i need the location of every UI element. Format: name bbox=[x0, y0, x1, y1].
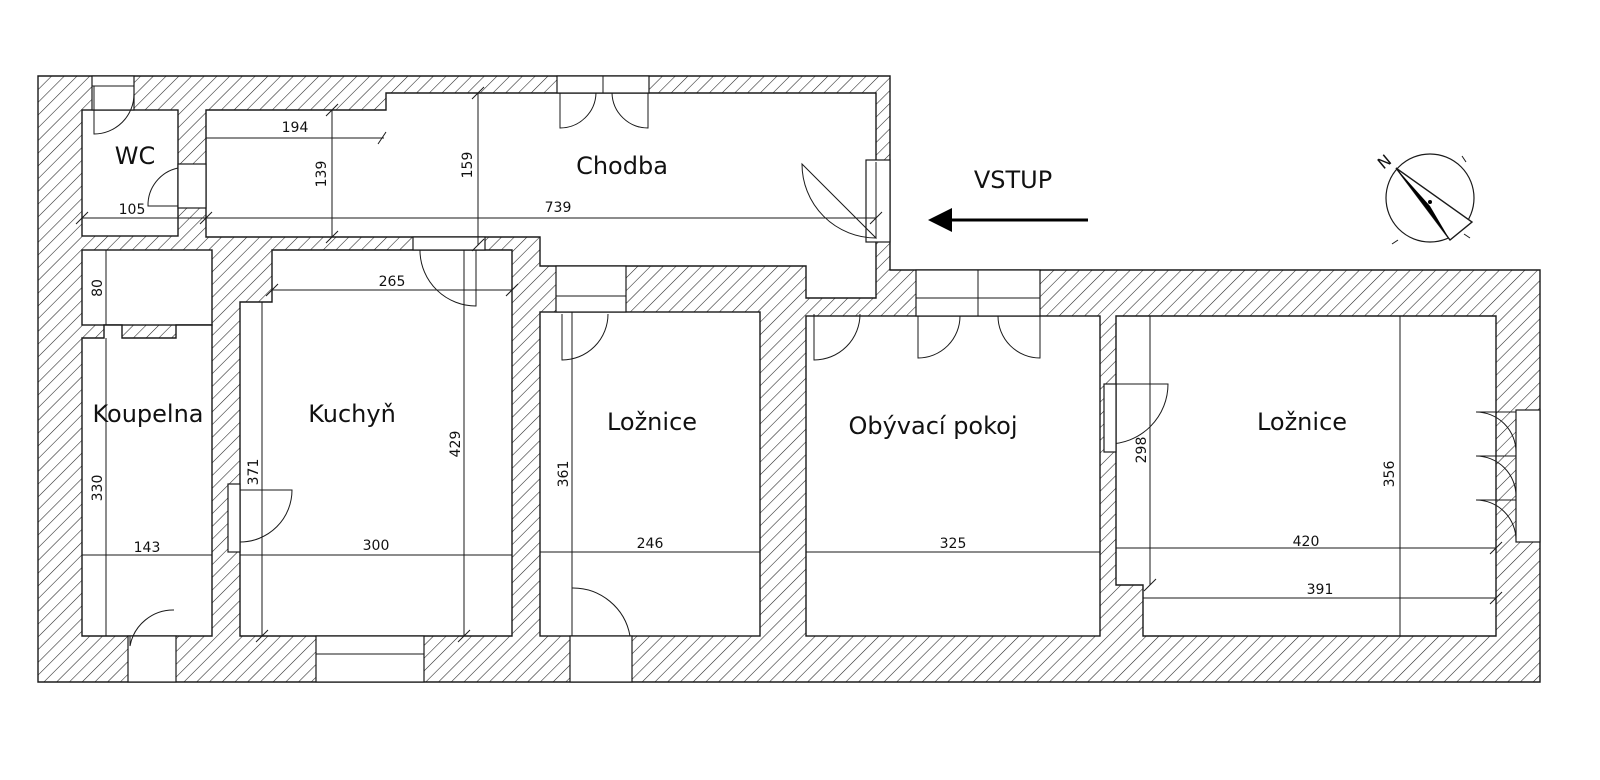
dim-kuchyn-265: 265 bbox=[379, 274, 406, 290]
entry-arrow-icon bbox=[928, 208, 1088, 232]
dim-kuchyn-429: 429 bbox=[448, 431, 464, 458]
dim-chodba-159: 159 bbox=[460, 152, 476, 179]
dim-loznice2-298: 298 bbox=[1134, 437, 1150, 464]
dim-kuchyn-371: 371 bbox=[246, 459, 262, 486]
dim-obyvaci-325: 325 bbox=[940, 536, 967, 552]
room-koupelna-main bbox=[81, 324, 213, 637]
door-swings bbox=[93, 86, 1517, 647]
dim-loznice1-361: 361 bbox=[556, 461, 572, 488]
room-label-obyvaci-pokoj: Obývací pokoj bbox=[848, 412, 1017, 440]
dim-wc-105: 105 bbox=[119, 202, 146, 218]
dim-chodba-194: 194 bbox=[282, 120, 309, 136]
room-loznice-2 bbox=[1115, 315, 1497, 637]
dim-loznice2-356: 356 bbox=[1382, 461, 1398, 488]
room-label-wc: WC bbox=[115, 142, 156, 170]
room-wc bbox=[81, 109, 179, 237]
dim-koupelna-80: 80 bbox=[90, 279, 106, 297]
compass-icon: N bbox=[1374, 151, 1475, 245]
room-label-loznice-2: Ložnice bbox=[1257, 408, 1347, 436]
room-label-koupelna: Koupelna bbox=[92, 400, 203, 428]
windows bbox=[91, 75, 1541, 683]
dim-koupelna-330: 330 bbox=[90, 475, 106, 502]
dim-chodba-139: 139 bbox=[314, 161, 330, 188]
room-koupelna-top bbox=[81, 249, 213, 326]
compass-north-letter: N bbox=[1374, 151, 1395, 173]
room-label-kuchyn: Kuchyň bbox=[308, 400, 396, 428]
room-label-chodba: Chodba bbox=[576, 152, 668, 180]
dim-loznice2-391: 391 bbox=[1307, 582, 1334, 598]
room-obyvaci-pokoj bbox=[805, 315, 1101, 637]
entry-label: VSTUP bbox=[974, 166, 1052, 194]
dimension-lines bbox=[75, 86, 1503, 643]
room-kuchyn bbox=[239, 249, 513, 637]
dim-koupelna-143: 143 bbox=[134, 540, 161, 556]
dim-loznice2-420: 420 bbox=[1293, 534, 1320, 550]
dim-chodba-739: 739 bbox=[545, 200, 572, 216]
dim-loznice1-246: 246 bbox=[637, 536, 664, 552]
dim-kuchyn-300: 300 bbox=[363, 538, 390, 554]
room-label-loznice-1: Ložnice bbox=[607, 408, 697, 436]
room-loznice-1 bbox=[539, 311, 761, 637]
